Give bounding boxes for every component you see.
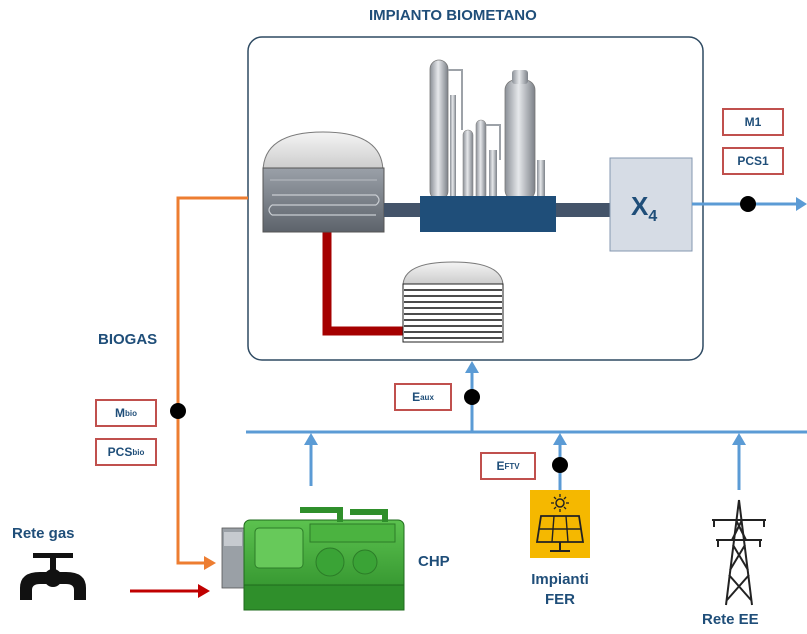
biogas-arrowhead: [204, 556, 216, 570]
meter-point-mbio: [170, 403, 186, 419]
gas-grid-arrowhead: [198, 584, 210, 598]
chp-label: CHP: [418, 553, 450, 570]
digestate-pipe: [322, 232, 405, 336]
plant-title: IMPIANTO BIOMETANO: [369, 7, 537, 24]
gas-valve-icon: [20, 553, 86, 600]
meter-eaux-sub: aux: [420, 392, 434, 402]
power-pylon-icon: [712, 499, 766, 606]
meter-mbio-main: M: [115, 406, 125, 420]
impianti-fer-line2: FER: [545, 591, 575, 608]
biomethane-output-arrowhead: [796, 197, 807, 211]
meter-pcs1-main: PCS1: [737, 154, 769, 168]
impianti-fer-label: Impianti FER: [524, 570, 596, 610]
rete-gas-label: Rete gas: [12, 525, 75, 542]
aux-supply-arrowhead: [465, 361, 479, 373]
meter-eftv-main: E: [496, 459, 505, 473]
biogas-label: BIOGAS: [98, 331, 158, 348]
meter-m1-main: M1: [744, 115, 762, 129]
upgrading-columns-icon: [420, 59, 556, 232]
meter-pcsbio-main: PCS: [107, 445, 133, 459]
impianti-fer-line1: Impianti: [531, 571, 589, 588]
meter-box-m1: M1: [722, 108, 784, 136]
meter-point-m1: [740, 196, 756, 212]
meter-pcsbio-sub: bio: [132, 447, 145, 457]
rete-ee-label: Rete EE: [702, 611, 759, 628]
pipe-connector-1: [384, 203, 420, 217]
biogas-line: [176, 196, 248, 565]
pv-to-bus-arrowhead: [553, 433, 567, 445]
meter-point-eaux: [464, 389, 480, 405]
meter-eftv-sub: FTV: [504, 461, 520, 471]
meter-point-eftv: [552, 457, 568, 473]
pipe-connector-2: [556, 203, 610, 217]
digestate-storage-icon: [402, 261, 504, 343]
meter-eaux-main: E: [412, 390, 421, 404]
chp-to-bus-arrowhead: [304, 433, 318, 445]
upgrading-box: [609, 157, 693, 252]
solar-panel-icon: [530, 490, 590, 558]
upgrading-box-label: X4: [631, 191, 657, 225]
chp-engine-icon: [221, 507, 405, 611]
meter-box-pcs1: PCS1: [722, 147, 784, 175]
meter-mbio-sub: bio: [125, 408, 137, 418]
grid-to-bus-arrowhead: [732, 433, 746, 445]
digester-tank-icon: [262, 131, 385, 233]
